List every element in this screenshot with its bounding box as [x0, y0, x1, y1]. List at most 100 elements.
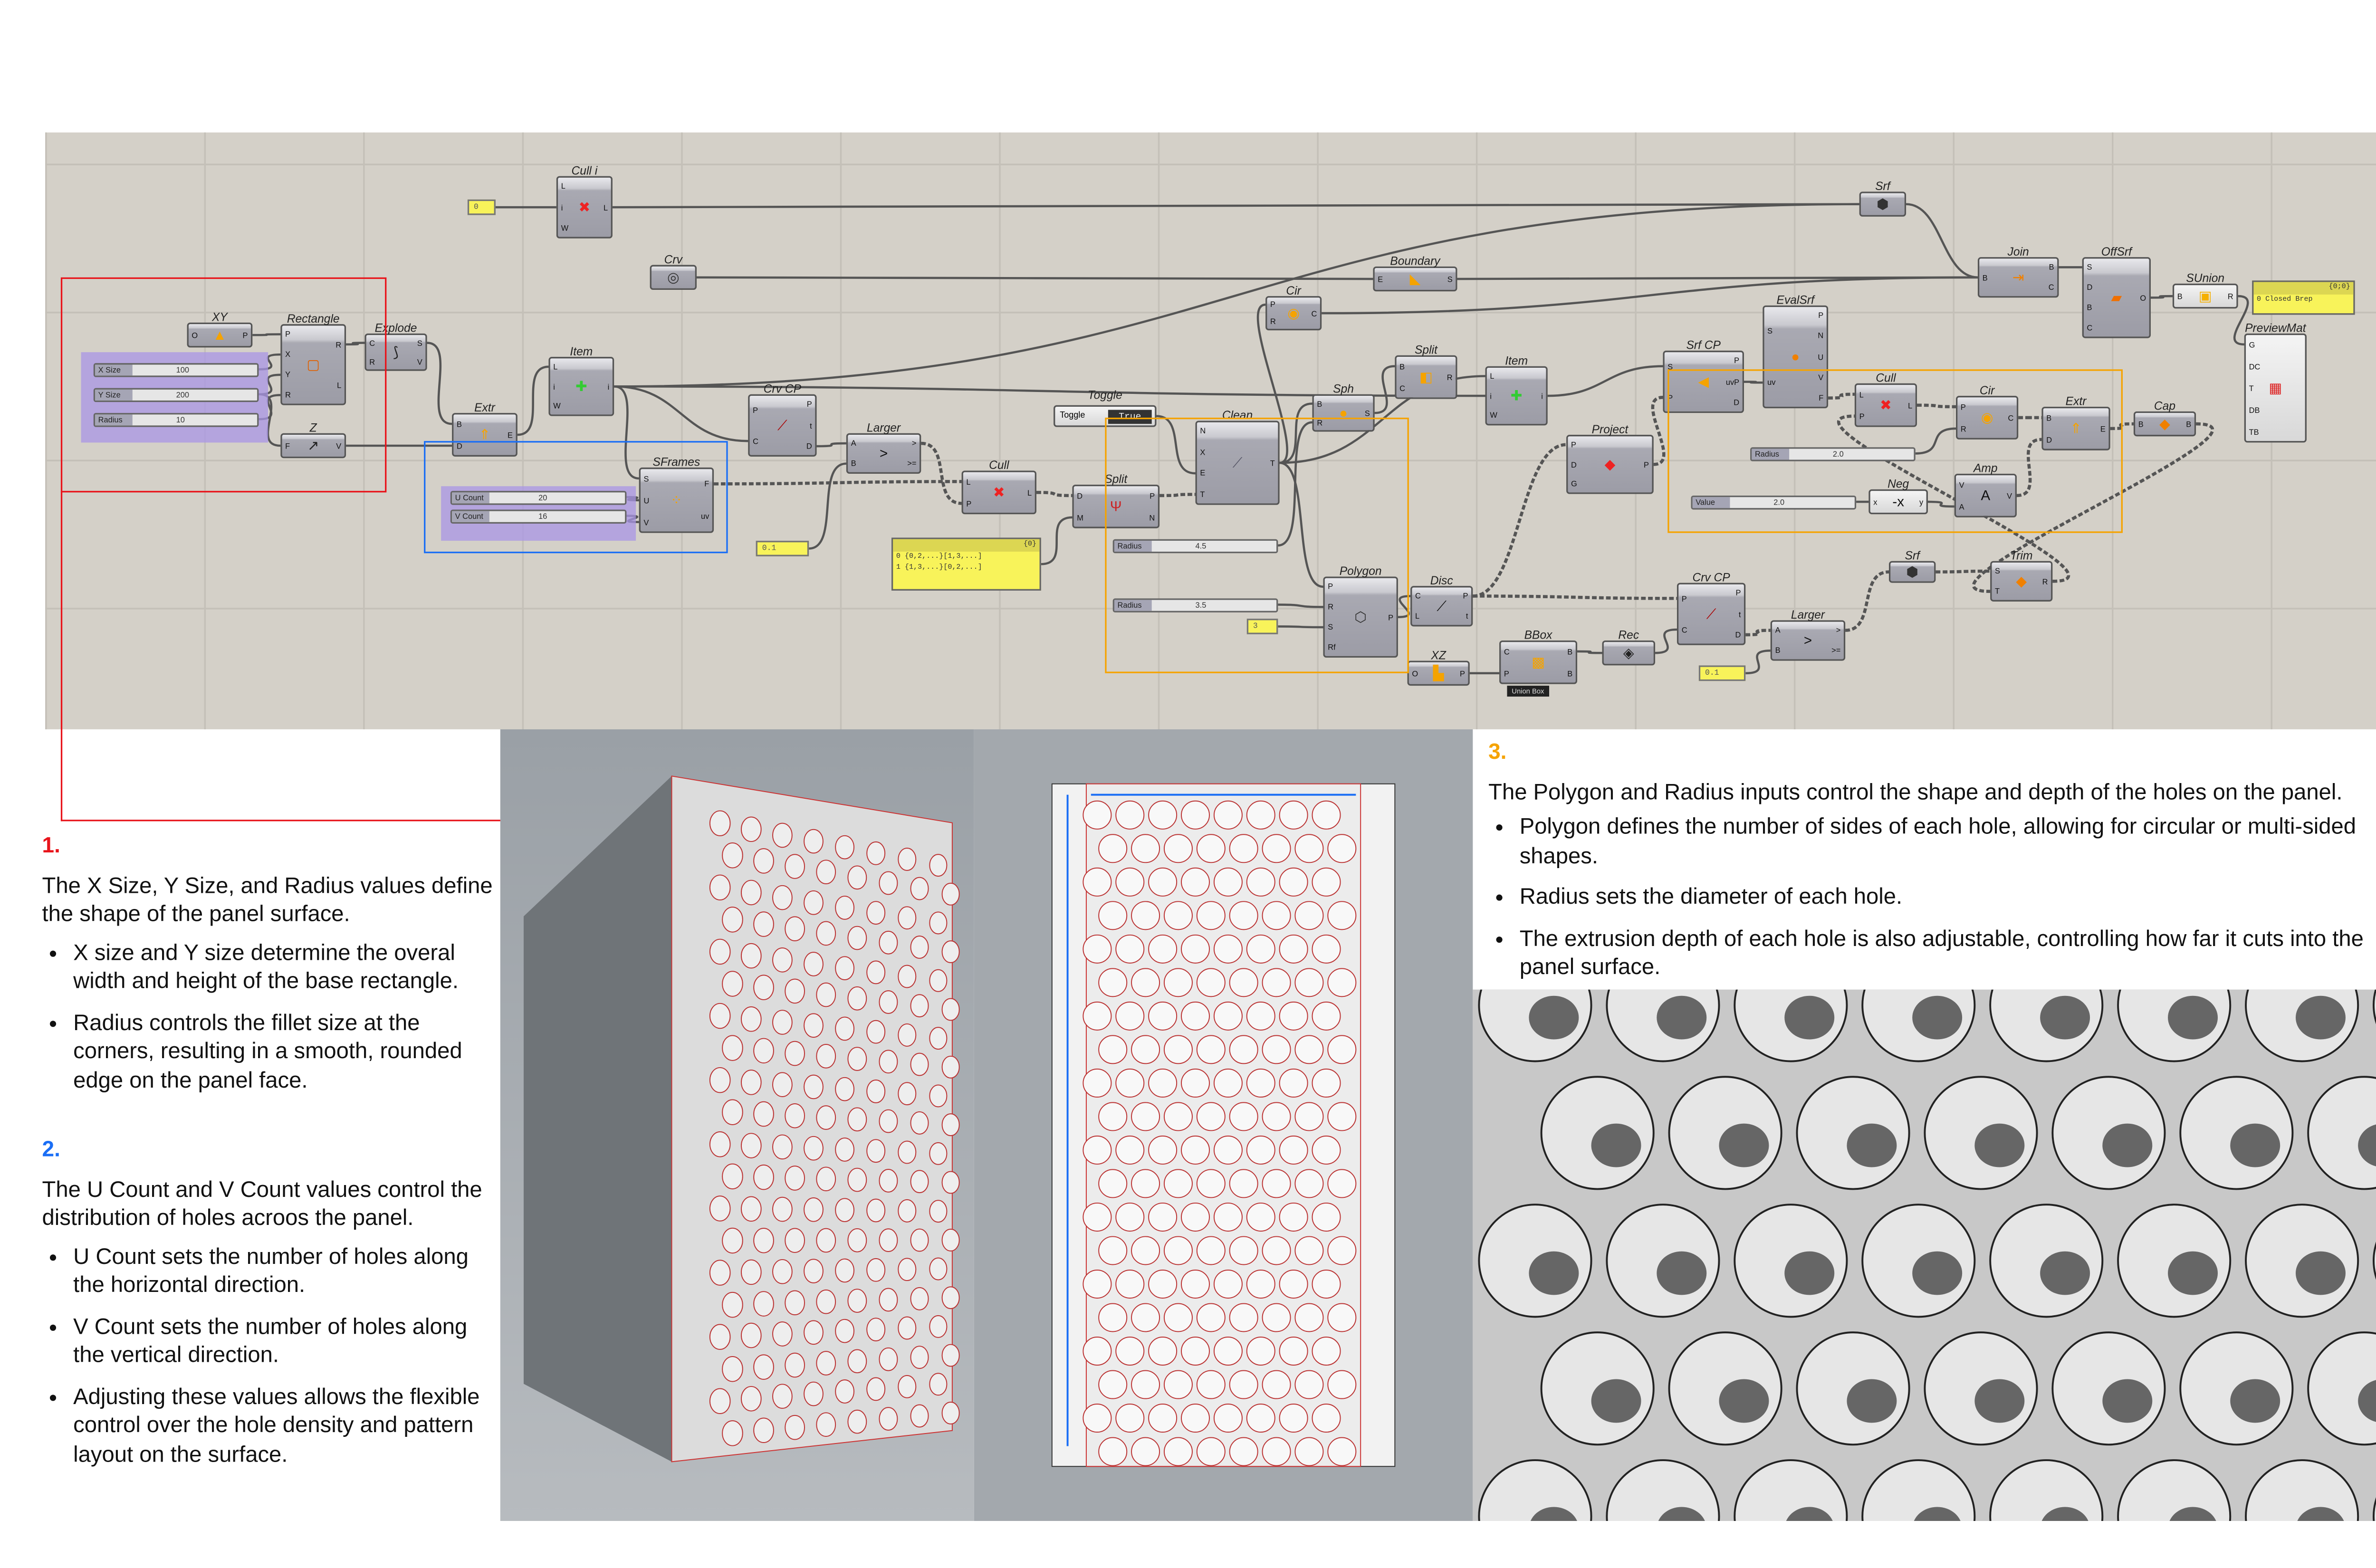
output-port[interactable]: uv: [700, 513, 709, 522]
input-port[interactable]: L: [1859, 390, 1864, 400]
input-port[interactable]: P: [1328, 583, 1333, 593]
output-port[interactable]: L: [337, 381, 342, 391]
input-port[interactable]: P: [1681, 594, 1687, 604]
output-port[interactable]: T: [1270, 459, 1275, 468]
result-panel[interactable]: {0;0} 0 Closed Brep: [2252, 280, 2355, 315]
output-port[interactable]: V: [336, 441, 342, 451]
output-port[interactable]: S: [1364, 409, 1370, 419]
closeup-render-viewport[interactable]: [1473, 989, 2376, 1521]
input-port[interactable]: X: [285, 350, 291, 360]
output-port[interactable]: D: [806, 442, 812, 452]
input-port[interactable]: G: [2249, 340, 2255, 350]
output-port[interactable]: B: [2186, 420, 2192, 430]
input-port[interactable]: T: [2249, 384, 2254, 394]
input-port[interactable]: i: [553, 382, 555, 392]
output-port[interactable]: uvP: [1725, 378, 1740, 388]
output-port[interactable]: t: [1466, 612, 1468, 622]
input-port[interactable]: R: [369, 357, 375, 367]
output-port[interactable]: R: [335, 340, 342, 350]
sides-panel[interactable]: 3: [1246, 619, 1278, 634]
perspective-viewport[interactable]: [500, 729, 974, 1521]
output-port[interactable]: y: [1919, 497, 1924, 507]
output-port[interactable]: t: [810, 421, 812, 431]
input-port[interactable]: D: [2046, 435, 2052, 445]
input-port[interactable]: S: [643, 474, 649, 484]
input-port[interactable]: A: [1959, 502, 1964, 512]
output-port[interactable]: i: [607, 382, 610, 392]
input-port[interactable]: G: [1571, 480, 1577, 490]
output-port[interactable]: V: [2007, 491, 2012, 501]
component-srf-low[interactable]: Srf⬢: [1888, 548, 1936, 583]
output-port[interactable]: N: [1149, 513, 1155, 523]
input-port[interactable]: R: [1328, 603, 1334, 612]
component-srf-top[interactable]: Srf⬢: [1859, 179, 1907, 217]
input-port[interactable]: A: [851, 439, 856, 449]
input-port[interactable]: C: [2087, 324, 2093, 334]
input-port[interactable]: D: [1571, 460, 1577, 470]
input-port[interactable]: S: [1767, 327, 1773, 337]
pattern-panel[interactable]: {0} 0 {0,2,...}[1,3,...] 1 {1,3,...}[0,2…: [891, 537, 1041, 591]
output-port[interactable]: S: [417, 339, 422, 349]
output-port[interactable]: V: [1818, 373, 1824, 383]
input-port[interactable]: M: [1077, 513, 1083, 523]
tolerance-panel[interactable]: 0.1: [1698, 665, 1746, 681]
output-port[interactable]: >=: [1831, 647, 1841, 656]
output-port[interactable]: E: [508, 430, 513, 440]
output-port[interactable]: U: [1818, 353, 1824, 363]
output-port[interactable]: E: [2100, 424, 2106, 434]
output-port[interactable]: P: [806, 401, 812, 411]
input-port[interactable]: S: [1328, 623, 1333, 633]
input-port[interactable]: L: [561, 182, 565, 192]
output-port[interactable]: P: [1388, 613, 1394, 623]
index-panel[interactable]: 0: [467, 199, 496, 215]
input-port[interactable]: P: [285, 330, 291, 340]
input-port[interactable]: P: [1270, 300, 1275, 310]
input-port[interactable]: P: [1960, 402, 1966, 412]
output-port[interactable]: N: [1818, 332, 1824, 342]
output-port[interactable]: >: [1836, 626, 1841, 636]
input-port[interactable]: R: [1960, 424, 1966, 434]
input-port[interactable]: W: [1490, 411, 1497, 421]
input-port[interactable]: O: [192, 331, 198, 341]
output-port[interactable]: O: [2140, 294, 2146, 303]
output-port[interactable]: C: [2048, 283, 2054, 293]
input-port[interactable]: DB: [2249, 406, 2260, 416]
input-port[interactable]: C: [369, 339, 375, 349]
output-port[interactable]: F: [704, 480, 709, 489]
output-port[interactable]: B: [2049, 263, 2054, 273]
output-port[interactable]: S: [1447, 275, 1453, 285]
input-port[interactable]: uv: [1767, 378, 1776, 388]
output-port[interactable]: P: [1459, 669, 1465, 679]
component-crv[interactable]: Crv◎: [650, 252, 697, 290]
output-port[interactable]: B: [1567, 647, 1573, 657]
input-port[interactable]: B: [456, 420, 462, 430]
input-port[interactable]: A: [1775, 626, 1781, 636]
input-port[interactable]: P: [1571, 440, 1576, 450]
input-port[interactable]: T: [1200, 490, 1205, 500]
input-port[interactable]: C: [1415, 592, 1421, 602]
input-port[interactable]: U: [643, 496, 650, 506]
input-port[interactable]: B: [2138, 420, 2144, 430]
input-port[interactable]: E: [1200, 469, 1206, 479]
output-port[interactable]: D: [1734, 399, 1740, 408]
output-port[interactable]: B: [1567, 669, 1573, 679]
input-port[interactable]: C: [1399, 384, 1406, 394]
